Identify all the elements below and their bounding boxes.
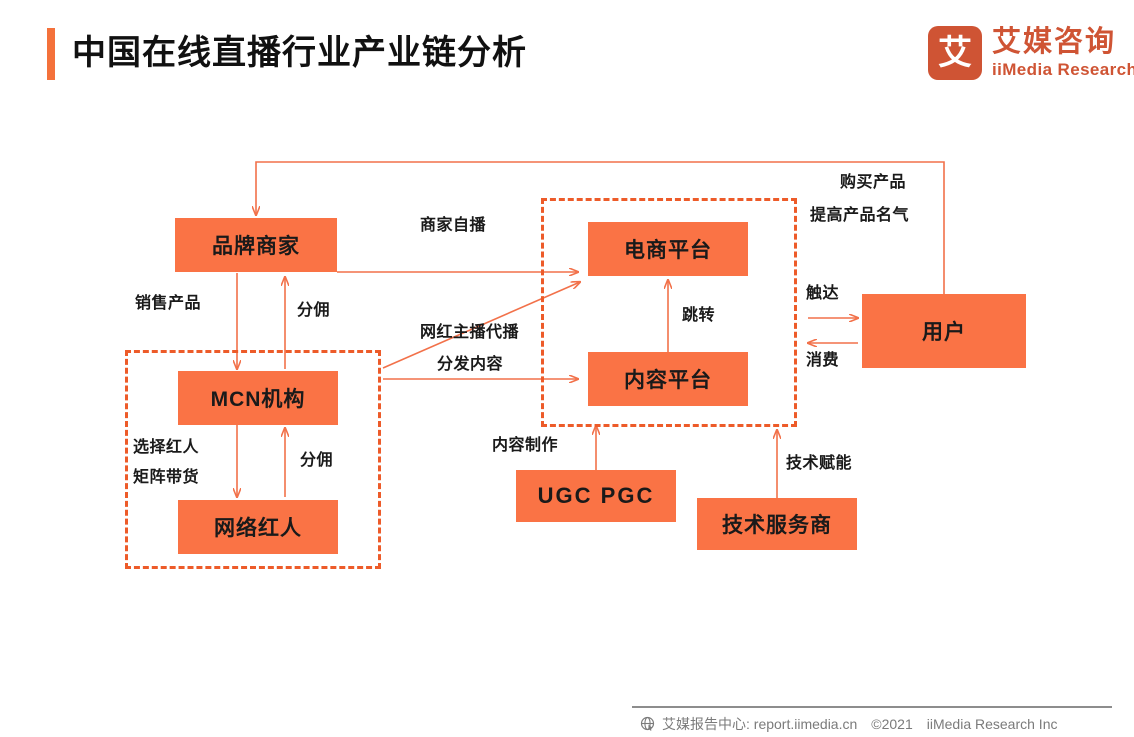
logo-name-cn: 艾媒咨询 [992, 26, 1117, 58]
edge-label-jump: 跳转 [682, 307, 716, 324]
logo-mark-icon: 艾 [928, 26, 982, 80]
edge-label-merchant-live: 商家自播 [420, 217, 487, 234]
node-label: 网络红人 [214, 517, 302, 540]
node-mcn[interactable]: MCN机构 [178, 371, 338, 425]
wire-mcn-to-ecommerce [382, 282, 580, 369]
edge-label-commission-brand: 分佣 [297, 302, 331, 319]
footer-source: 艾媒报告中心: report.iimedia.cn [662, 716, 858, 732]
node-label: 电商平台 [624, 239, 712, 262]
edge-label-content-production: 内容制作 [492, 437, 559, 454]
node-content-platform[interactable]: 内容平台 [588, 352, 748, 406]
node-label: UGC PGC [537, 483, 655, 508]
footer-copyright: ©2021 [871, 716, 913, 732]
node-influencer[interactable]: 网络红人 [178, 500, 338, 554]
footer-company: iiMedia Research Inc [926, 716, 1058, 732]
edge-label-commission-mcn: 分佣 [300, 452, 334, 469]
page-title: 中国在线直播行业产业链分析 [72, 34, 527, 72]
connector-layer [0, 161, 945, 498]
edge-label-matrix-selling: 矩阵带货 [133, 469, 200, 486]
slide-footer: 艾媒报告中心: report.iimedia.cn ©2021 iiMedia … [0, 706, 1134, 737]
value-chain-diagram: 品牌商家 MCN机构 网络红人 电商平台 内容平台 用户 UGC PGC 技术服… [0, 110, 1134, 690]
edge-label-sell-product: 销售产品 [135, 295, 202, 312]
edge-label-raise-fame: 提高产品名气 [810, 207, 910, 224]
node-brand-merchant[interactable]: 品牌商家 [175, 218, 337, 272]
title-accent-bar [47, 28, 55, 80]
node-label: 技术服务商 [722, 514, 832, 537]
node-ugc-pgc[interactable]: UGC PGC [516, 470, 676, 522]
edge-label-distribute-content: 分发内容 [437, 356, 504, 373]
edge-label-consume: 消费 [806, 352, 840, 369]
node-label: MCN机构 [210, 388, 306, 411]
node-ecommerce-platform[interactable]: 电商平台 [588, 222, 748, 276]
edge-label-buy-product: 购买产品 [840, 174, 907, 191]
node-label: 用户 [922, 321, 966, 344]
edge-label-tech-empower: 技术赋能 [786, 455, 853, 472]
group-mcn-influencer [125, 350, 381, 569]
footer-divider [632, 706, 1112, 708]
edge-label-select-influencer: 选择红人 [133, 439, 200, 456]
node-label: 内容平台 [624, 369, 712, 392]
group-platforms [541, 198, 797, 427]
globe-icon [640, 716, 656, 732]
iimedia-logo: 艾 艾媒咨询 iiMedia Research [928, 24, 1134, 86]
node-label: 品牌商家 [212, 235, 300, 258]
node-tech-provider[interactable]: 技术服务商 [697, 498, 857, 550]
edge-label-influencer-proxy: 网红主播代播 [420, 324, 520, 341]
slide-header: 中国在线直播行业产业链分析 艾 艾媒咨询 iiMedia Research [0, 0, 1134, 110]
edge-label-reach: 触达 [806, 285, 840, 302]
wire-user-to-brand [256, 161, 945, 294]
node-user[interactable]: 用户 [862, 294, 1026, 368]
logo-name-en: iiMedia Research [992, 60, 1134, 79]
